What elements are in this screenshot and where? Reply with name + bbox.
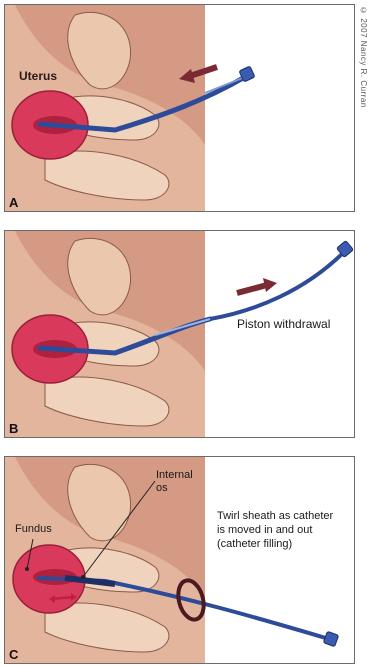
label-uterus: Uterus [19, 69, 57, 83]
label-piston-withdrawal: Piston withdrawal [237, 317, 330, 331]
label-twirl-instruction: Twirl sheath as catheter is moved in and… [217, 509, 333, 551]
panel-a-illustration [5, 5, 354, 211]
piston-rod [210, 251, 345, 319]
panel-letter-a: A [9, 195, 18, 210]
panel-letter-b: B [9, 421, 18, 436]
label-internal-os: Internal os [156, 469, 193, 495]
catheter-handle [323, 631, 338, 646]
panel-letter-c: C [9, 647, 18, 662]
panel-b: Piston withdrawal B [4, 230, 355, 438]
panel-a: Uterus A [4, 4, 355, 212]
panel-b-illustration [5, 231, 354, 437]
label-fundus: Fundus [15, 523, 52, 535]
copyright-text: © 2007 Nancy R. Curran [359, 6, 368, 108]
withdrawal-arrow [237, 285, 267, 293]
panel-c: Fundus Internal os Twirl sheath as cathe… [4, 456, 355, 664]
